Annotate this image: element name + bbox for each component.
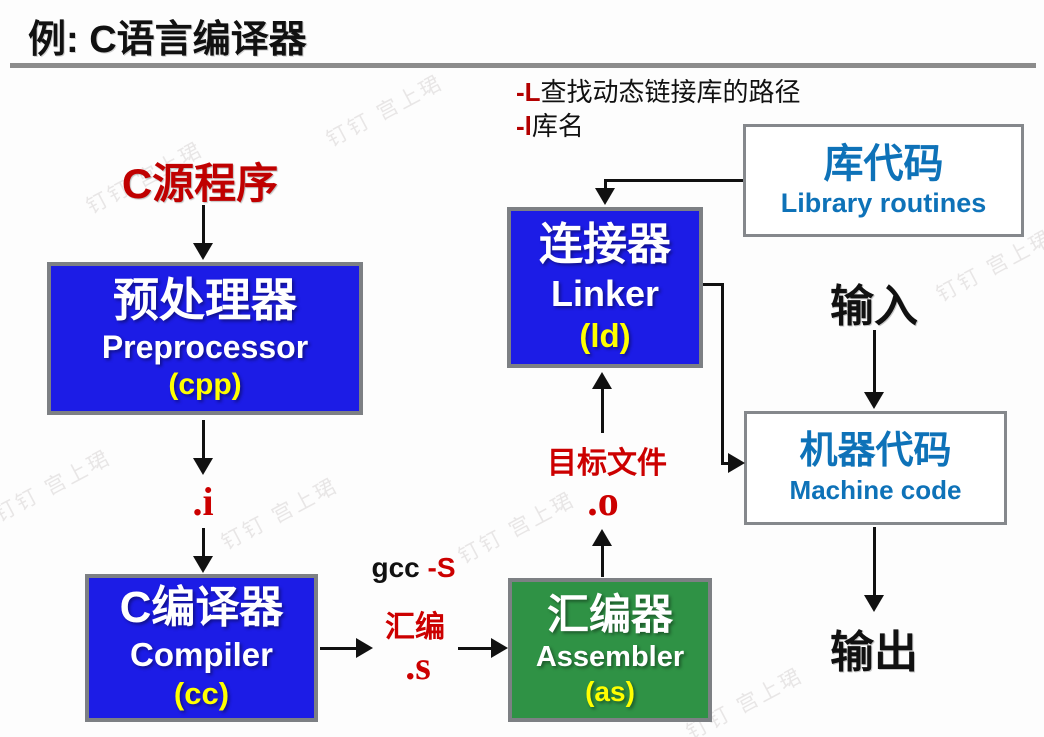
gcc-text: gcc (371, 552, 428, 583)
compiler-zh: C编译器 (119, 583, 284, 633)
label-file-o: .o (587, 479, 619, 525)
assembler-en: Assembler (535, 641, 685, 674)
arrowhead (193, 243, 213, 260)
assembler-zh: 汇编器 (546, 590, 673, 638)
node-library-routines: 库代码 Library routines (743, 124, 1024, 237)
gcc-flag-S: -S (427, 552, 456, 583)
flag-L: -L (516, 77, 541, 107)
note-l-text: 库名 (531, 111, 584, 141)
compiler-en: Compiler (129, 636, 274, 674)
library-en: Library routines (780, 187, 987, 218)
label-object-file-zh: 目标文件 (547, 447, 667, 480)
arrow-preprocessor-to-i (202, 420, 205, 458)
node-linker: 连接器 Linker (ld) (507, 207, 703, 368)
arrow-compiler-to-asmstep (320, 647, 357, 650)
connector-linker-to-machine-h1 (703, 283, 724, 286)
connector-library-to-linker-h (606, 179, 743, 182)
label-file-i: .i (192, 479, 214, 524)
node-preprocessor: 预处理器 Preprocessor (cpp) (47, 262, 363, 415)
arrowhead (491, 638, 508, 658)
label-c-source-program: C源程序 (55, 150, 345, 211)
arrow-asmstep-to-assembler (458, 647, 493, 650)
arrowhead (864, 595, 884, 612)
note-line-L: -L查找动态链接库的路径 (516, 76, 801, 110)
compiler-cmd: (cc) (173, 676, 230, 712)
linker-cmd: (ld) (579, 316, 631, 354)
connector-linker-to-machine-v (721, 283, 724, 465)
node-assembler: 汇编器 Assembler (as) (508, 578, 712, 722)
title-divider (10, 63, 1036, 68)
arrowhead (592, 372, 612, 389)
arrowhead (592, 529, 612, 546)
arrow-assembler-to-o (601, 546, 604, 577)
note-line-l: -l库名 (516, 110, 801, 144)
linker-zh: 连接器 (539, 219, 671, 269)
flag-l: -l (516, 110, 532, 141)
linker-en: Linker (550, 272, 660, 314)
machine-code-en: Machine code (789, 474, 962, 505)
label-input: 输入 (830, 282, 918, 331)
label-gcc-command: gcc -S (336, 552, 491, 584)
arrowhead (864, 392, 884, 409)
arrowhead (595, 188, 615, 205)
watermark: 钉钉 宫上珺 (322, 70, 448, 152)
linker-flags-note: -L查找动态链接库的路径 -l库名 (516, 76, 801, 143)
label-assemble-step: 汇编 (385, 611, 445, 644)
label-file-s: .s (405, 643, 431, 688)
arrowhead (356, 638, 373, 658)
preprocessor-en: Preprocessor (101, 328, 309, 365)
arrowhead (193, 556, 213, 573)
connector-linker-to-machine-h2 (721, 462, 730, 465)
arrowhead (193, 458, 213, 475)
arrowhead (728, 453, 745, 473)
arrow-i-to-compiler (202, 528, 205, 556)
preprocessor-zh: 预处理器 (113, 274, 297, 327)
label-output: 输出 (830, 628, 918, 677)
watermark: 钉钉 宫上珺 (0, 445, 116, 527)
node-compiler: C编译器 Compiler (cc) (85, 574, 318, 722)
arrow-o-to-linker (601, 389, 604, 433)
note-L-text: 查找动态链接库的路径 (540, 78, 801, 107)
arrow-input-to-machine (873, 330, 876, 392)
arrow-source-to-preprocessor (202, 205, 205, 243)
assembler-cmd: (as) (585, 676, 635, 708)
preprocessor-cmd: (cpp) (168, 367, 242, 401)
page-title: 例: C语言编译器 (28, 19, 307, 61)
arrow-machine-to-output (873, 527, 876, 595)
library-zh: 库代码 (823, 141, 944, 186)
connector-library-to-linker-v (604, 179, 607, 189)
machine-code-zh: 机器代码 (799, 429, 952, 472)
node-machine-code: 机器代码 Machine code (744, 411, 1007, 525)
c-source-text: C源程序 (121, 160, 279, 207)
